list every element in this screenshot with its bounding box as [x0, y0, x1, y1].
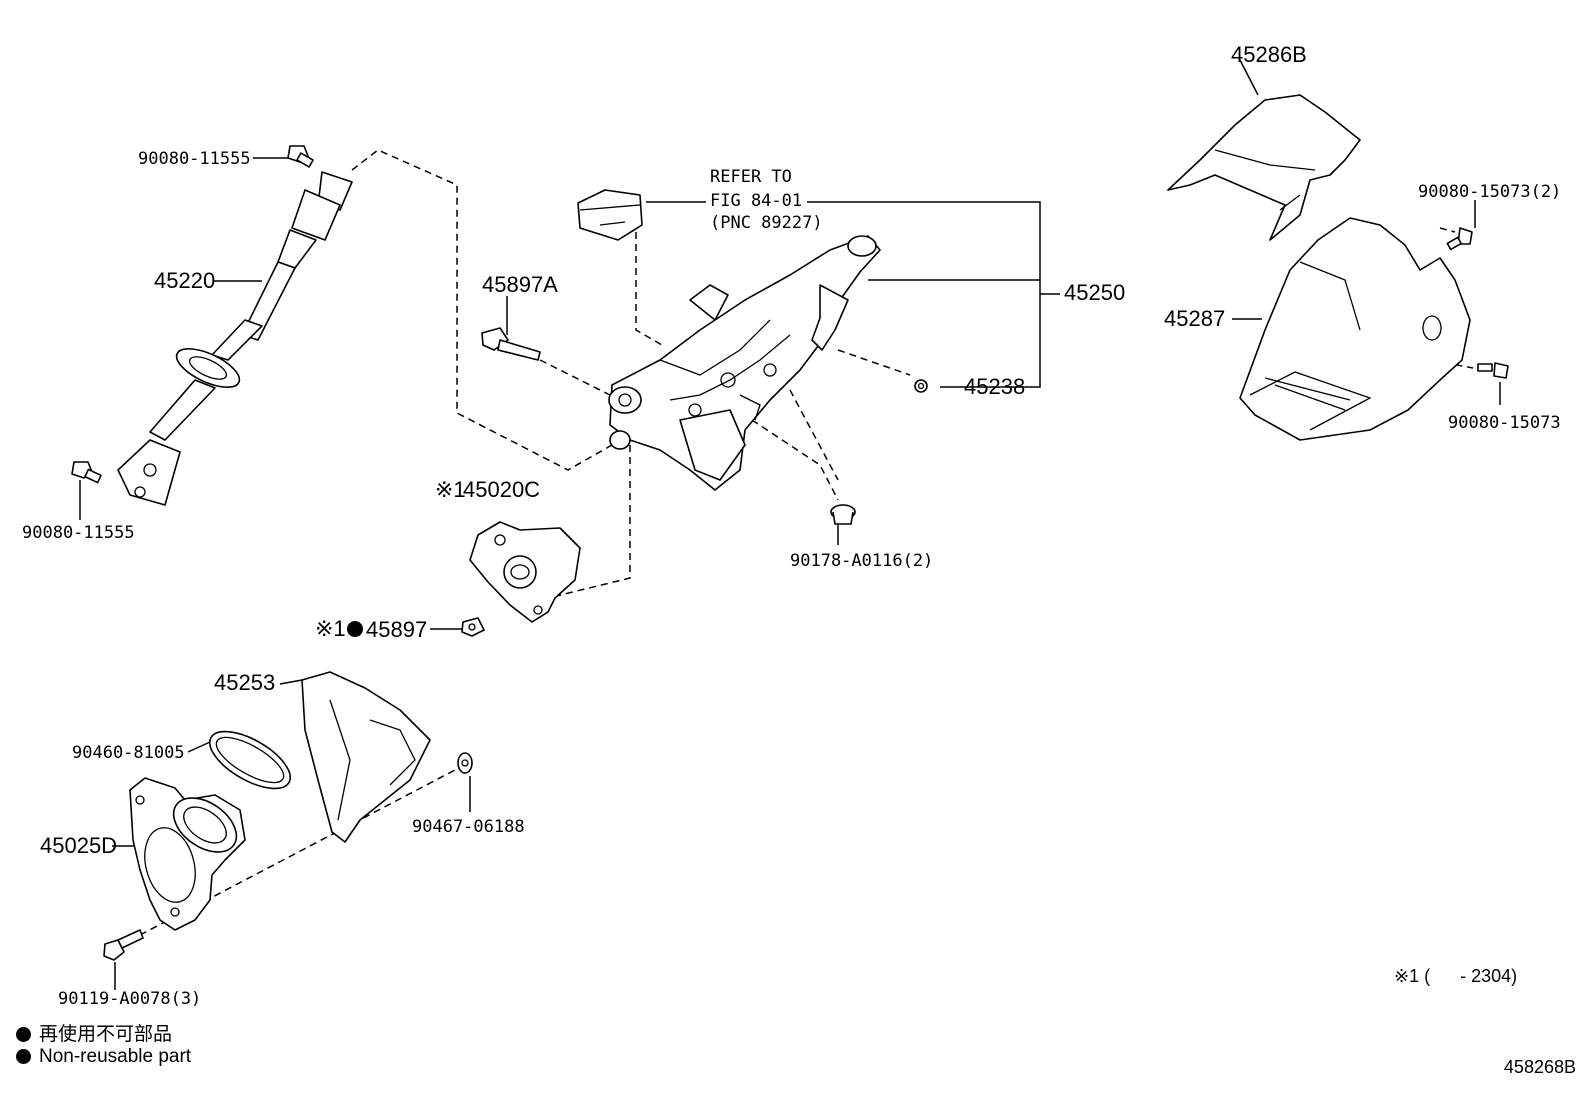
label-pnc-89227: (PNC 89227): [710, 213, 823, 233]
column-hole-boot-45025d: [129, 777, 246, 931]
bolt-90080-11555-top: [287, 145, 314, 168]
label-45897: 45897: [366, 617, 427, 642]
non-reusable-dot-icon: [347, 621, 363, 637]
ecu-module-ref: [577, 189, 643, 241]
bolt-90080-11555-bottom: [71, 461, 102, 484]
legend-non-reusable-en: Non-reusable part: [16, 1046, 191, 1068]
bolt-45897a: [481, 327, 541, 361]
nut-90467-06188: [457, 752, 473, 774]
label-45286b: 45286B: [1231, 42, 1307, 67]
screw-90080-15073-top: [1446, 227, 1473, 251]
label-90460-81005: 90460-81005: [72, 743, 185, 763]
label-45250: 45250: [1064, 280, 1125, 305]
steering-column-45250: [608, 235, 881, 491]
hole-cover-45253: [301, 671, 431, 843]
label-90178-a0116-2: 90178-A0116(2): [790, 551, 933, 571]
bolt-90119-a0078: [103, 929, 144, 961]
label-45238: 45238: [964, 374, 1025, 399]
nut-90178-a0116: [830, 504, 856, 525]
label-45897a: 45897A: [482, 272, 558, 297]
label-refer-to: REFER TO: [710, 167, 792, 187]
intermediate-shaft-45220: [117, 171, 353, 506]
column-cover-lower-45287: [1239, 217, 1471, 441]
label-90467-06188: 90467-06188: [412, 817, 525, 837]
legend-text-jp: 再使用不可部品: [39, 1023, 173, 1045]
label-45287: 45287: [1164, 306, 1225, 331]
label-fig-84-01: FIG 84-01: [710, 191, 802, 211]
label-45253: 45253: [214, 670, 275, 695]
label-45025d: 45025D: [40, 833, 117, 858]
nut-45238: [914, 379, 928, 393]
label-90080-15073-2: 90080-15073(2): [1418, 182, 1561, 202]
filled-dot-icon: [16, 1027, 31, 1042]
column-cover-upper-45286b: [1167, 94, 1361, 241]
label-90080-15073: 90080-15073: [1448, 413, 1561, 433]
label-90119-a0078-3: 90119-A0078(3): [58, 989, 201, 1009]
label-45020c: 45020C: [463, 477, 540, 502]
label-45220: 45220: [154, 268, 215, 293]
figure-id: 458268B: [1503, 1057, 1576, 1077]
bolt-45897: [461, 617, 485, 637]
label-90080-11555-top: 90080-11555: [138, 149, 251, 169]
label-45897-mark: ※1: [315, 616, 346, 641]
legend-non-reusable-jp: 再使用不可部品: [16, 1019, 172, 1046]
label-90080-11555-bottom: 90080-11555: [22, 523, 135, 543]
label-45020c-mark: ※1: [435, 477, 466, 502]
screw-90080-15073-bottom: [1477, 362, 1509, 379]
filled-dot-icon: [16, 1049, 31, 1064]
steering-lock-45020c: [469, 521, 581, 623]
footnote-production-date: ※1 ( - 2304): [1394, 966, 1518, 986]
legend-text-en: Non-reusable part: [39, 1046, 192, 1067]
seal-ring-90460-81005: [208, 730, 292, 790]
